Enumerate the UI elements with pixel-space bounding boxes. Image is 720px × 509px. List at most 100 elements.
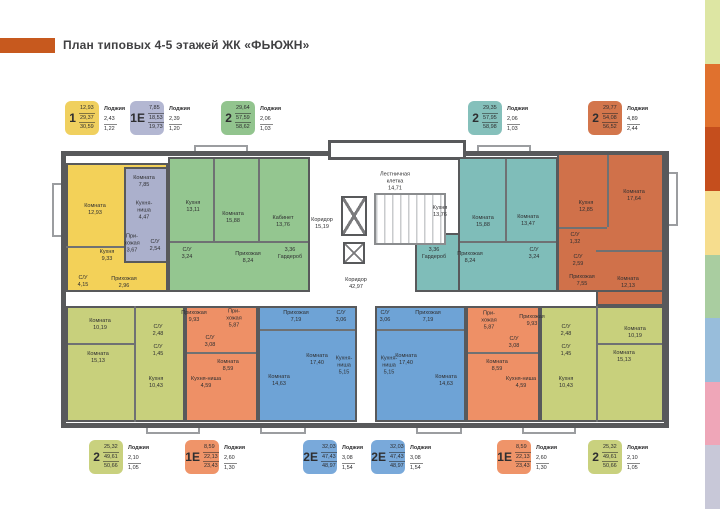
living-area: 32,03 xyxy=(320,443,337,453)
loggia-area: 2,60 xyxy=(536,454,549,464)
room-label: С/У 4,15 xyxy=(77,274,89,288)
partition-wall xyxy=(258,159,260,243)
apartment-apt-1e-salmon-right xyxy=(466,306,540,422)
palette-swatch xyxy=(705,381,720,446)
partition-wall xyxy=(607,155,609,227)
area: 54,08 xyxy=(601,114,618,124)
room-label: Кухня- ниша 4,47 xyxy=(135,200,153,221)
loggia-label: Лоджия xyxy=(342,445,364,451)
total-area: 58,62 xyxy=(235,124,250,131)
room-label: Кабинет 13,76 xyxy=(272,214,294,228)
living-area: 7,85 xyxy=(147,104,164,114)
room-label: Кухня-ниша 4,59 xyxy=(505,375,537,389)
room-label: Комната 14,63 xyxy=(268,373,290,387)
partition-wall xyxy=(66,246,124,248)
room-label: Комната 8,59 xyxy=(486,358,508,372)
stairwell-label: Лестничная клетка 14,71 xyxy=(380,171,410,192)
apartment-type: 2Е xyxy=(371,450,386,464)
room-label: Комната 8,59 xyxy=(217,358,239,372)
room-label: Комната 17,40 xyxy=(395,352,417,366)
partition-wall xyxy=(505,159,507,243)
room-label: Комната 10,19 xyxy=(89,317,111,331)
apartment-apt-2-olive-right xyxy=(540,306,664,422)
loggia-info: Лоджия 3,08 1,54 xyxy=(410,440,431,474)
room-label: 3,36 Гардероб xyxy=(277,246,303,260)
stairwell-protrusion xyxy=(328,140,466,160)
room-label: Прихожая 8,24 xyxy=(457,250,483,264)
room-label: Комната 13,47 xyxy=(517,213,539,227)
area: 29,37 xyxy=(78,114,95,124)
loggia-half-area: 1,54 xyxy=(410,464,421,471)
apartment-type: 2 xyxy=(472,111,479,125)
room-label: С/У 1,45 xyxy=(560,343,572,357)
apartment-apt-1e-lavender xyxy=(124,167,168,263)
loggia-info: Лоджия 2,06 1,03 xyxy=(260,101,281,135)
room-label: Комната 14,63 xyxy=(435,373,457,387)
room-label: Комната 12,13 xyxy=(617,275,639,289)
loggia-info: Лоджия 2,10 1,05 xyxy=(128,440,149,474)
apartment-apt-2-teal xyxy=(458,157,558,292)
partition-wall xyxy=(170,241,308,243)
room-label: С/У 2,59 xyxy=(572,253,584,267)
staircase xyxy=(374,193,446,245)
total-area: 50,66 xyxy=(602,463,617,470)
area: 47,43 xyxy=(388,453,405,463)
apartment-type: 2 xyxy=(93,450,100,464)
palette-swatch xyxy=(705,190,720,255)
total-area: 48,97 xyxy=(321,463,336,470)
room-label: С/У 1,32 xyxy=(569,231,581,245)
partition-wall xyxy=(260,329,355,331)
palette-swatch xyxy=(705,63,720,128)
apartment-type: 2Е xyxy=(303,450,318,464)
living-area: 8,59 xyxy=(202,443,219,453)
palette-swatch xyxy=(705,0,720,64)
apartment-apt-2-orange-annex xyxy=(596,290,664,306)
total-area: 58,98 xyxy=(482,124,497,131)
apartment-apt-1e-salmon-left xyxy=(185,306,258,422)
palette-swatch xyxy=(705,254,720,319)
total-area: 50,66 xyxy=(103,463,118,470)
room-label: Кухня 12,85 xyxy=(578,199,594,213)
room-label: Кухня 13,76 xyxy=(432,204,448,218)
loggia-half-area: 1,30 xyxy=(224,464,235,471)
palette-strip xyxy=(705,0,720,509)
palette-swatch xyxy=(705,445,720,509)
loggia-info: Лоджия 2,60 1,30 xyxy=(536,440,557,474)
total-area: 19,73 xyxy=(148,124,163,131)
total-area: 23,43 xyxy=(203,463,218,470)
room-label: Комната 7,85 xyxy=(133,174,155,188)
loggia-half-area: 1,03 xyxy=(260,125,271,132)
loggia-area: 2,43 xyxy=(104,115,117,125)
loggia-info: Лоджия 2,43 1,22 xyxy=(104,101,125,135)
loggia-area: 2,06 xyxy=(507,115,520,125)
living-area: 29,64 xyxy=(234,104,251,114)
loggia-info: Лоджия 2,60 1,30 xyxy=(224,440,245,474)
room-label: Кухня- ниша 5,15 xyxy=(380,355,398,376)
room-label: Прихожая 2,96 xyxy=(111,275,137,289)
living-area: 12,93 xyxy=(78,104,95,114)
room-label: С/У 2,54 xyxy=(149,238,161,252)
elevator-shaft xyxy=(343,242,365,264)
area: 57,59 xyxy=(234,114,251,124)
corridor-label: Коридор 42,97 xyxy=(345,276,367,290)
room-label: С/У 3,24 xyxy=(181,246,193,260)
total-area: 30,59 xyxy=(79,124,94,131)
room-label: С/У 1,45 xyxy=(152,343,164,357)
living-area: 29,35 xyxy=(481,104,498,114)
room-label: Комната 15,13 xyxy=(87,350,109,364)
loggia-label: Лоджия xyxy=(169,106,191,112)
apartment-apt-2e-blue-left xyxy=(258,306,357,422)
loggia-label: Лоджия xyxy=(224,445,246,451)
room-label: Прихожая 7,19 xyxy=(283,309,309,323)
loggia-area: 2,60 xyxy=(224,454,237,464)
room-label: С/У 3,08 xyxy=(204,334,216,348)
room-label: При- хожая 3,67 xyxy=(124,233,140,254)
room-label: Комната 17,64 xyxy=(623,188,645,202)
